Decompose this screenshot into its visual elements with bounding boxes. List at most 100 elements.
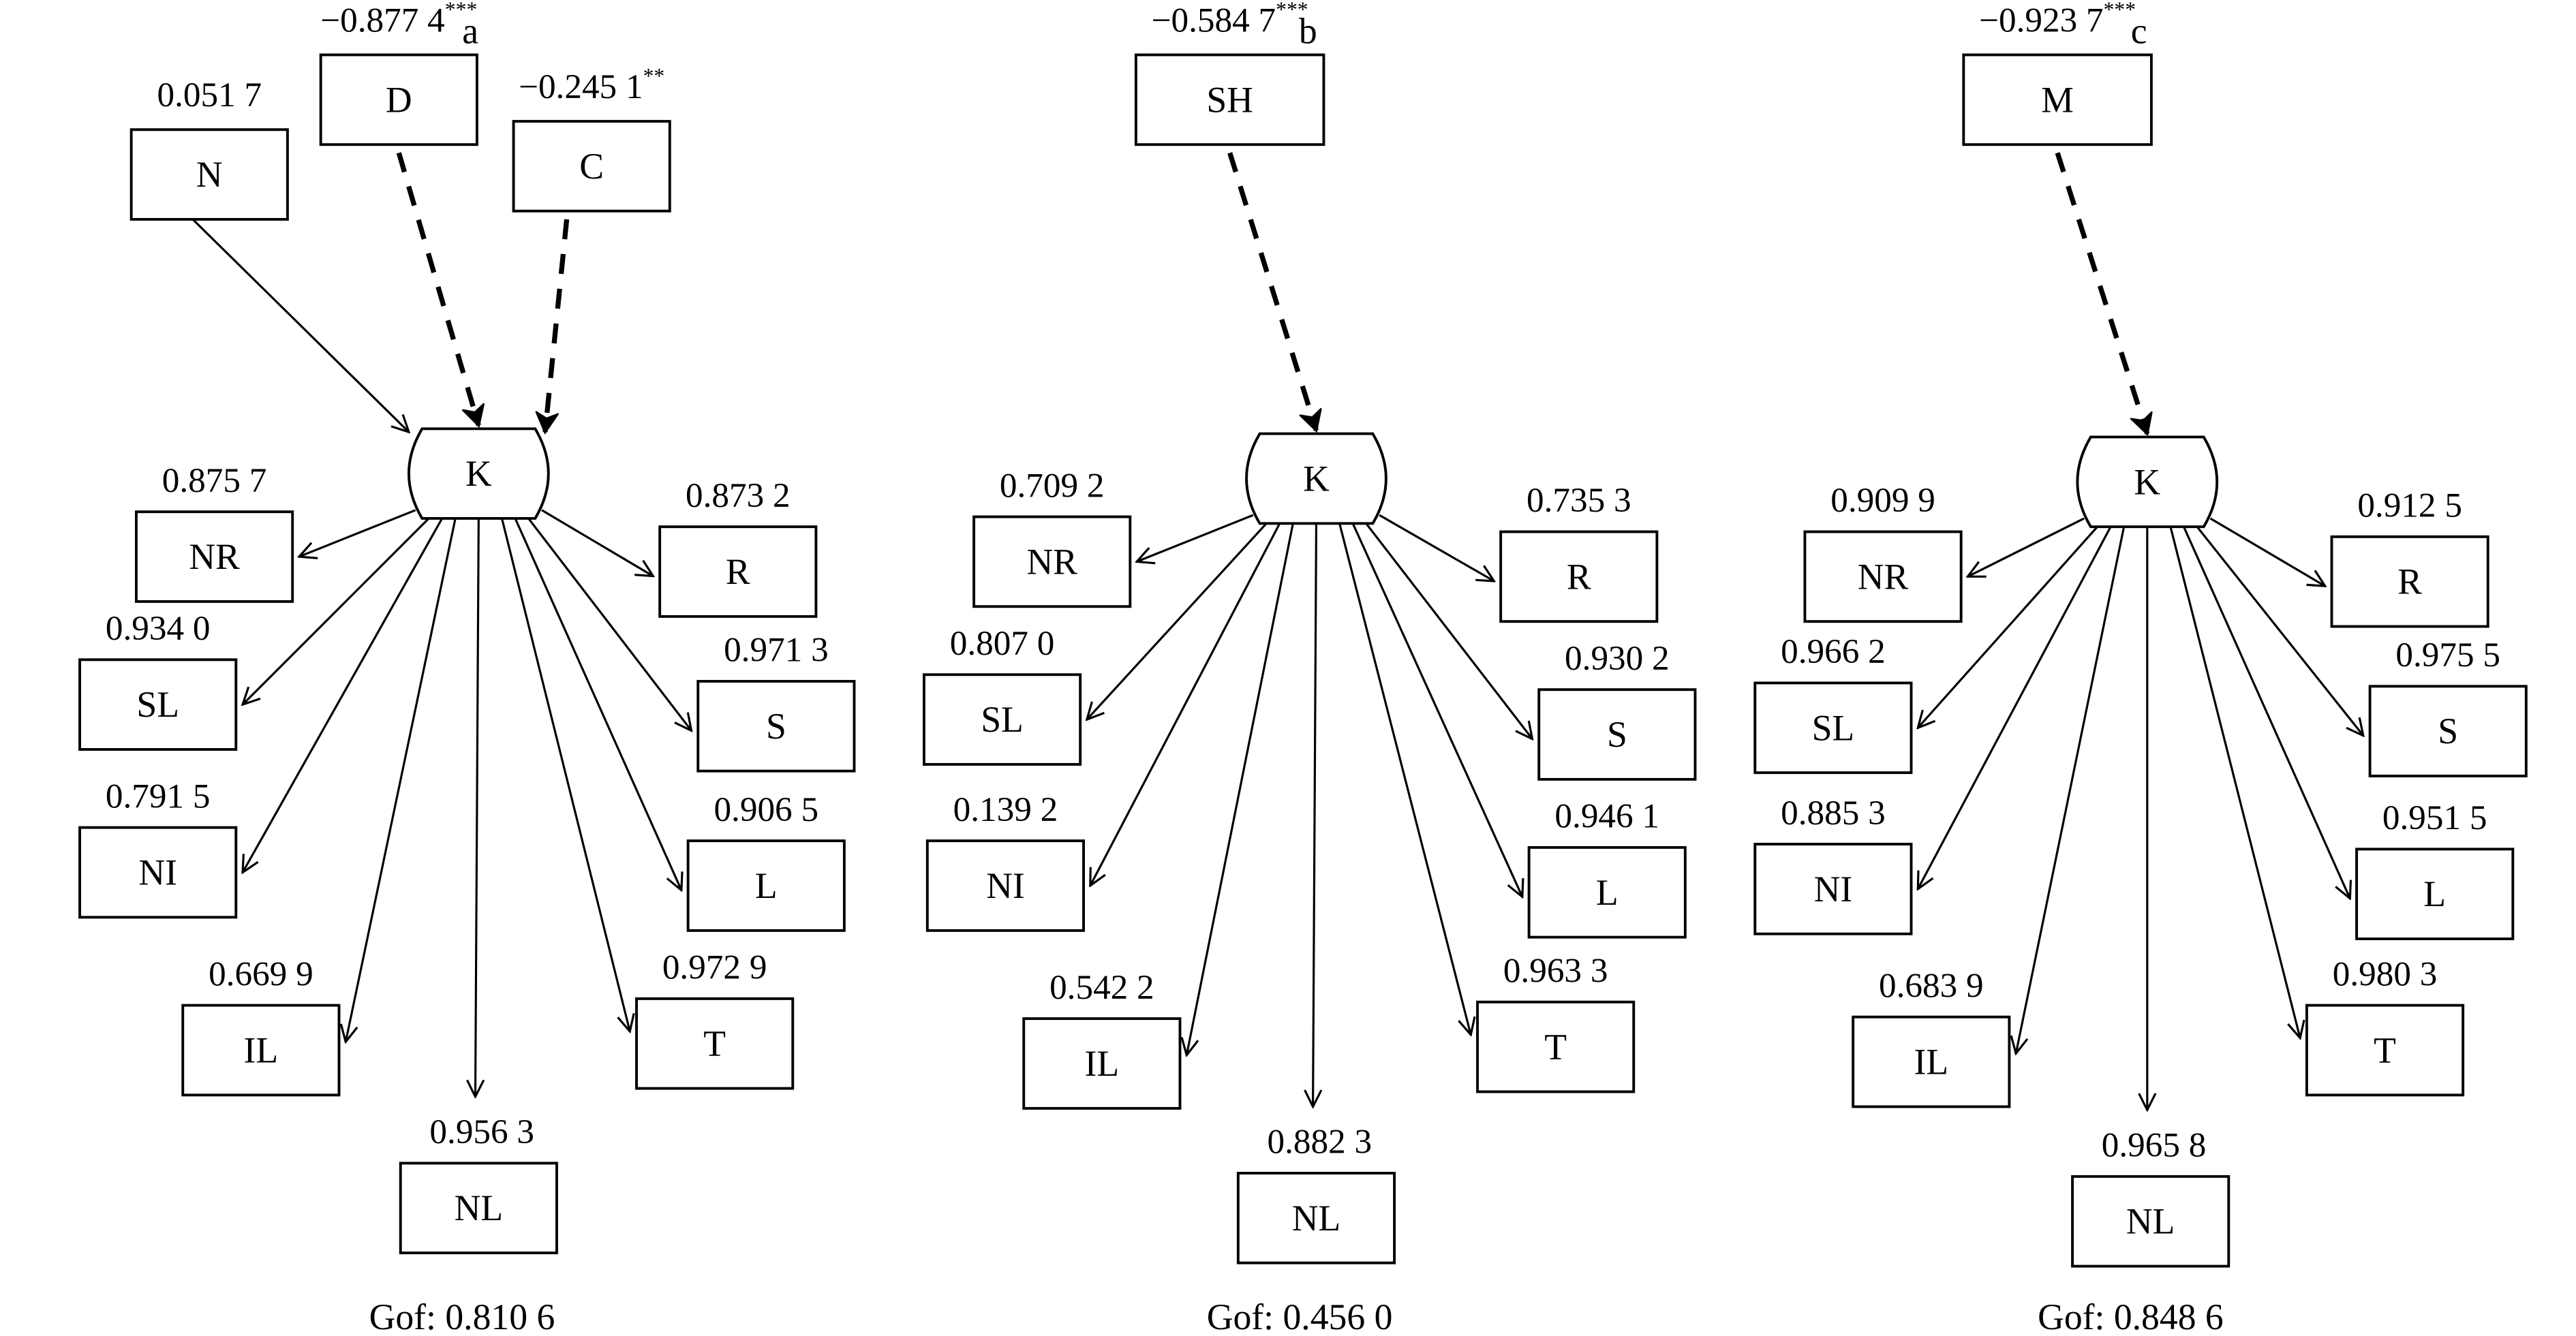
node-box — [1476, 1000, 1636, 1093]
edge-k-to-l — [514, 518, 681, 890]
outcome-node-sl: SL0.966 2 — [1753, 632, 1913, 775]
node-label: R — [1567, 556, 1591, 597]
outcome-node-il: IL0.542 2 — [1022, 968, 1182, 1110]
path-coefficient: 0.051 7 — [157, 76, 262, 114]
node-box — [512, 120, 671, 213]
node-box — [972, 515, 1132, 608]
edges — [191, 152, 692, 1096]
loading-coefficient: 0.930 2 — [1565, 639, 1670, 678]
center-node-k: K — [2076, 435, 2219, 529]
node-box — [686, 839, 846, 932]
outcome-node-nl: NL0.882 3 — [1236, 1123, 1396, 1264]
node-box — [181, 1004, 341, 1097]
outcome-node-il: IL0.683 9 — [1852, 966, 2011, 1108]
outcome-node-nr: NR0.709 2 — [972, 466, 1132, 608]
outcome-node-ni: NI 0.139 2 — [925, 790, 1085, 932]
loading-coefficient: 0.885 3 — [1781, 794, 1886, 833]
node-label: NI — [986, 865, 1025, 906]
edge-k-to-il — [346, 518, 457, 1042]
edge-k-to-s — [2196, 526, 2363, 736]
node-box — [1753, 843, 1913, 935]
node-box — [1753, 681, 1913, 775]
edge-k-to-sl — [1918, 526, 2098, 728]
node-label: NR — [1858, 556, 1909, 597]
node-label: N — [196, 154, 223, 195]
edge-k-to-nr — [299, 509, 416, 557]
edge-n-to-k — [191, 218, 409, 432]
edges — [1087, 152, 1533, 1106]
panel-title: b — [1299, 10, 1317, 51]
loading-coefficient: 0.965 8 — [2102, 1126, 2207, 1165]
node-label: SL — [1812, 707, 1855, 748]
edge-k-to-l — [2183, 526, 2350, 899]
center-node-k: K — [1245, 432, 1387, 525]
node-box — [922, 673, 1082, 766]
center-node-shape — [408, 427, 550, 520]
node-label: SL — [981, 699, 1024, 740]
node-box — [1236, 1172, 1396, 1264]
loading-coefficient: 0.971 3 — [724, 631, 829, 670]
significance-stars: *** — [2104, 0, 2136, 21]
node-box — [658, 525, 818, 618]
edge-k-to-nr — [1137, 514, 1254, 561]
node-box — [1527, 845, 1687, 939]
outcome-node-nr: NR 0.875 7 — [135, 461, 294, 603]
center-node-shape — [2076, 435, 2219, 529]
node-box — [319, 53, 478, 146]
center-node-label: K — [1303, 458, 1330, 499]
node-label: T — [2374, 1029, 2396, 1070]
goodness-of-fit: Gof: 0.456 0 — [1207, 1296, 1393, 1336]
outcome-node-nr: NR0.909 9 — [1803, 481, 1963, 623]
node-box — [1803, 530, 1963, 623]
node-label: D — [386, 79, 412, 120]
outcome-node-s: S 0.930 2 — [1537, 639, 1697, 781]
loading-coefficient: 0.875 7 — [162, 461, 267, 500]
loading-coefficient: 0.956 3 — [429, 1113, 534, 1151]
center-node-k: K — [408, 427, 550, 520]
node-label: S — [2438, 711, 2458, 751]
node-label: NI — [1814, 869, 1853, 910]
loading-coefficient: 0.139 2 — [953, 790, 1058, 829]
outcome-node-r: R0.873 2 — [658, 476, 818, 618]
loading-coefficient: 0.542 2 — [1049, 968, 1154, 1007]
outcome-node-nl: NL0.965 8 — [2071, 1126, 2230, 1268]
edge-k-to-il — [1186, 523, 1294, 1055]
edge-k-to-t — [500, 518, 630, 1031]
node-label: NR — [189, 536, 240, 577]
loading-coefficient: 0.946 1 — [1554, 797, 1659, 836]
edge-k-to-r — [541, 509, 653, 576]
edge-k-to-l — [1351, 523, 1522, 897]
node-box — [78, 658, 238, 751]
node-box — [78, 826, 238, 919]
edge-k-to-ni — [1918, 526, 2112, 889]
goodness-of-fit: Gof: 0.810 6 — [369, 1296, 555, 1336]
node-label: R — [2397, 561, 2422, 602]
node-label: L — [2423, 873, 2446, 914]
loading-coefficient: 0.934 0 — [106, 609, 211, 648]
loading-coefficient: 0.735 3 — [1527, 481, 1631, 520]
node-label: NR — [1026, 541, 1077, 582]
node-label: SL — [136, 684, 179, 725]
outcome-node-r: R0.912 5 — [2330, 486, 2489, 628]
edge-k-to-r — [1379, 514, 1494, 581]
node-box — [2355, 848, 2515, 941]
node-label: NL — [455, 1187, 504, 1228]
coefficient-value: −0.923 7 — [1979, 1, 2103, 40]
node-label: NI — [138, 852, 177, 893]
panel-title: c — [2131, 10, 2147, 51]
node-box — [1134, 53, 1325, 146]
significance-stars: ** — [643, 64, 665, 88]
significance-stars: *** — [1276, 0, 1308, 21]
loading-coefficient: 0.963 3 — [1503, 951, 1608, 990]
node-label: S — [1607, 714, 1627, 755]
edge-m-to-k — [2055, 152, 2147, 433]
panel-title: a — [462, 10, 478, 51]
driver-node-c: C−0.245 1** — [512, 64, 671, 213]
loading-coefficient: 0.873 2 — [686, 476, 791, 515]
node-label: M — [2041, 79, 2074, 120]
